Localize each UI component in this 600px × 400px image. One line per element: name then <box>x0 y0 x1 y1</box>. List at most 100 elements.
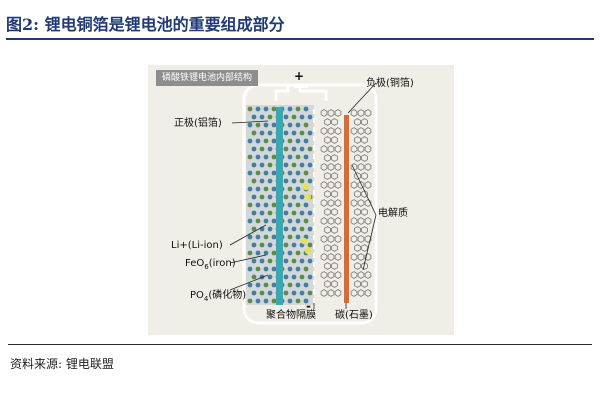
cathode-particle <box>307 178 313 184</box>
graphite-hexagon <box>354 118 361 126</box>
cathode-particle <box>299 146 305 152</box>
graphite-hexagon <box>334 289 342 297</box>
graphite-hexagon <box>357 127 365 135</box>
cathode-particle <box>271 298 277 304</box>
graphite-hexagon <box>350 181 358 189</box>
battery-diagram-panel <box>148 65 454 335</box>
cathode-particle <box>255 154 261 160</box>
cathode-particle <box>263 250 269 256</box>
cathode-particle <box>247 202 253 208</box>
cathode-particle <box>259 146 265 152</box>
cathode-particle <box>267 226 273 232</box>
graphite-hexagon <box>327 199 335 207</box>
graphite-hexagon <box>354 208 361 216</box>
graphite-hexagon <box>350 163 358 171</box>
graphite-hexagon <box>324 190 331 198</box>
cathode-particle <box>267 146 273 152</box>
cathode-particle <box>267 258 273 264</box>
graphite-hexagon <box>320 271 328 279</box>
graphite-hexagon <box>320 163 328 171</box>
cathode-particle <box>287 298 293 304</box>
cathode-particle <box>251 162 257 168</box>
graphite-hexagon <box>364 145 372 153</box>
po4-text: PO <box>190 290 204 301</box>
graphite-hexagon <box>331 262 338 270</box>
graphite-hexagon <box>350 109 358 117</box>
cathode-particle <box>267 290 273 296</box>
graphite-hexagon <box>364 289 372 297</box>
lithium-ion <box>304 193 312 201</box>
minus-terminal-label: - <box>306 299 311 313</box>
cathode-particle <box>267 178 273 184</box>
cathode-particle <box>271 186 277 192</box>
graphite-hexagon <box>364 271 372 279</box>
positive-electrode-label: 正极(铝箔) <box>174 118 222 129</box>
cathode-particle <box>271 218 277 224</box>
graphite-hexagon <box>364 163 372 171</box>
graphite-hexagon <box>334 145 342 153</box>
cathode-particle <box>299 274 305 280</box>
cathode-particle <box>259 114 265 120</box>
cathode-particle <box>291 210 297 216</box>
graphite-hexagon <box>361 190 368 198</box>
cathode-particle <box>271 154 277 160</box>
graphite-hexagon <box>334 271 342 279</box>
cathode-particle <box>307 146 313 152</box>
cathode-particle <box>295 282 301 288</box>
cathode-particle <box>259 130 265 136</box>
graphite-hexagon <box>361 280 368 288</box>
graphite-hexagon <box>334 253 342 261</box>
cathode-particle <box>247 250 253 256</box>
graphite-hexagon <box>320 253 328 261</box>
cathode-particle <box>283 178 289 184</box>
graphite-hexagon <box>327 235 335 243</box>
graphite-hexagon <box>327 163 335 171</box>
graphite-hexagon <box>324 208 331 216</box>
copper-foil <box>344 115 349 303</box>
graphite-hexagon <box>327 253 335 261</box>
cathode-particle <box>247 154 253 160</box>
graphite-hexagon <box>357 199 365 207</box>
aluminum-foil <box>276 107 283 305</box>
cathode-particle <box>283 258 289 264</box>
cathode-particle <box>291 178 297 184</box>
cathode-particle <box>303 266 309 272</box>
cathode-particle <box>287 202 293 208</box>
cathode-particle <box>295 202 301 208</box>
cathode-particle <box>307 114 313 120</box>
cathode-particle <box>299 290 305 296</box>
graphite-hexagon <box>364 181 372 189</box>
graphite-hexagon <box>357 181 365 189</box>
graphite-hexagon <box>331 136 338 144</box>
graphite-hexagon <box>334 109 342 117</box>
cathode-particle <box>263 234 269 240</box>
graphite-hexagon <box>327 181 335 189</box>
cathode-particle <box>287 106 293 112</box>
cathode-particle <box>303 202 309 208</box>
cathode-particle <box>263 218 269 224</box>
cathode-particle <box>283 290 289 296</box>
graphite-hexagon <box>361 262 368 270</box>
battery-diagram <box>229 82 378 325</box>
cathode-particle <box>307 162 313 168</box>
graphite-hexagon <box>324 154 331 162</box>
graphite-hexagon <box>357 253 365 261</box>
cathode-particle <box>255 186 261 192</box>
cathode-particle <box>259 242 265 248</box>
graphite-hexagon <box>331 280 338 288</box>
cathode-particle <box>299 258 305 264</box>
graphite-hexagon <box>364 109 372 117</box>
cathode-particle <box>247 218 253 224</box>
cathode-particle <box>255 298 261 304</box>
cathode-particle <box>303 122 309 128</box>
cathode-particle <box>255 122 261 128</box>
cathode-particle <box>255 170 261 176</box>
cathode-particle <box>307 130 313 136</box>
cathode-particle <box>263 282 269 288</box>
graphite-hexagon <box>350 145 358 153</box>
graphite-hexagon <box>327 217 335 225</box>
top-wire <box>274 83 328 101</box>
graphite-hexagon <box>334 127 342 135</box>
graphite-hexagon <box>361 154 368 162</box>
cathode-particle <box>255 234 261 240</box>
